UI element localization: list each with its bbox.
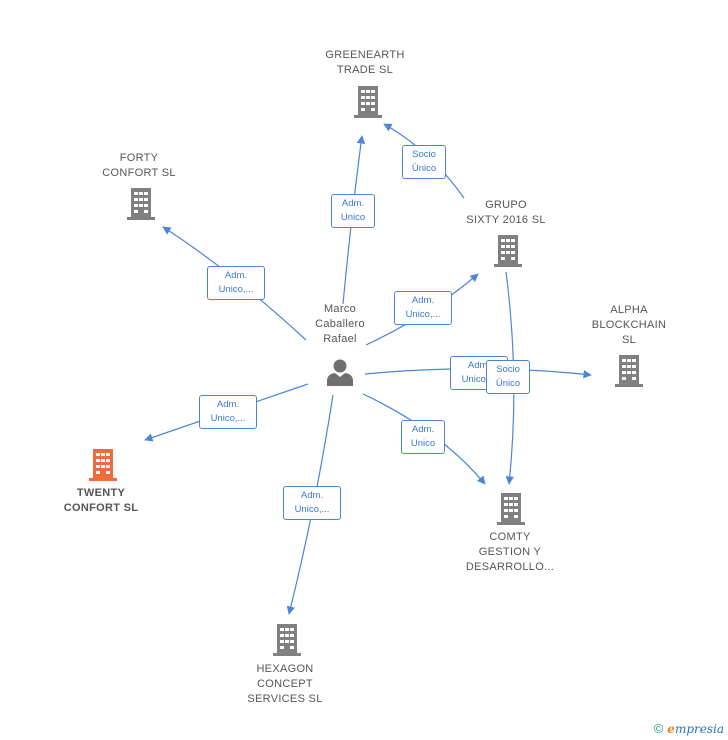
edge-label-center-greenearth[interactable]: Adm. Unico	[331, 194, 375, 228]
edge-label-line: Unico,...	[405, 309, 441, 320]
company-label-line: DESARROLLO...	[465, 561, 555, 573]
company-label-alpha[interactable]: ALPHA BLOCKCHAIN SL	[577, 303, 681, 348]
edge-label-line: Adm.	[224, 270, 248, 281]
copyright-icon: ©	[653, 721, 664, 736]
center-label-line: Marco	[323, 303, 357, 315]
building-icon-grupo[interactable]	[492, 234, 524, 268]
brand-logo-text: mpresia	[674, 721, 724, 736]
edge-label-center-hexagon[interactable]: Adm. Unico,...	[283, 486, 341, 520]
edge-label-line: Adm.	[216, 399, 240, 410]
company-label-line: CONCEPT	[257, 678, 313, 690]
center-label-line: Rafael	[323, 333, 357, 345]
edge-label-line: Único	[411, 163, 437, 174]
edge-label-center-forty[interactable]: Adm. Unico,...	[207, 266, 265, 300]
company-label-line: BLOCKCHAIN	[591, 319, 667, 331]
edge-label-grupo-comty[interactable]: Socio Único	[486, 360, 530, 394]
edge-label-line: Unico,...	[210, 413, 246, 424]
edge-label-center-grupo[interactable]: Adm. Unico,...	[394, 291, 452, 325]
company-label-line: CONFORT SL	[102, 167, 176, 179]
company-label-line: SIXTY 2016 SL	[466, 214, 546, 226]
company-label-line: SL	[621, 334, 637, 346]
company-label-line: SERVICES SL	[247, 693, 323, 705]
building-icon-alpha[interactable]	[613, 354, 645, 388]
edge-label-line: Unico	[340, 212, 366, 223]
edge-label-line: Único	[495, 378, 521, 389]
edge-label-line: Socio	[496, 364, 520, 375]
company-label-line: HEXAGON	[256, 663, 314, 675]
company-label-line: GRUPO	[485, 199, 527, 211]
company-label-greenearth[interactable]: GREENEARTH TRADE SL	[305, 48, 425, 78]
building-icon-twenty[interactable]	[87, 448, 119, 482]
company-label-hexagon[interactable]: HEXAGON CONCEPT SERVICES SL	[225, 662, 345, 707]
edge-label-line: Unico,...	[218, 284, 254, 295]
edge-label-line: Unico,...	[294, 504, 330, 515]
company-label-line: GESTION Y	[478, 546, 542, 558]
brand-logo: empresia	[667, 722, 724, 736]
building-icon-comty[interactable]	[495, 492, 527, 526]
copyright-watermark[interactable]: © empresia	[654, 721, 724, 736]
edge-label-line: Adm.	[411, 295, 435, 306]
edge-label-line: Adm.	[341, 198, 365, 209]
company-label-line: TWENTY	[76, 487, 126, 499]
building-icon-greenearth[interactable]	[352, 85, 384, 119]
company-label-line: CONFORT SL	[63, 502, 139, 514]
company-label-twenty[interactable]: TWENTY CONFORT SL	[41, 486, 161, 516]
company-label-line: GREENEARTH	[325, 49, 405, 61]
edge-label-center-twenty[interactable]: Adm. Unico,...	[199, 395, 257, 429]
building-icon-hexagon[interactable]	[271, 623, 303, 657]
edge-label-line: Adm.	[411, 424, 435, 435]
company-label-line: ALPHA	[610, 304, 648, 316]
company-label-line: FORTY	[119, 152, 159, 164]
building-icon-forty[interactable]	[125, 187, 157, 221]
edge-label-center-comty[interactable]: Adm. Unico	[401, 420, 445, 454]
edge-label-line: Socio	[412, 149, 436, 160]
company-label-line: COMTY	[489, 531, 531, 543]
company-label-forty[interactable]: FORTY CONFORT SL	[79, 151, 199, 181]
edge-label-line: Adm.	[300, 490, 324, 501]
center-label-line: Caballero	[315, 318, 365, 330]
edge-label-line: Unico,...	[461, 374, 497, 385]
edge-label-line: Unico	[410, 438, 436, 449]
brand-logo-e: e	[667, 721, 675, 736]
company-label-grupo[interactable]: GRUPO SIXTY 2016 SL	[446, 198, 566, 228]
edge-label-grupo-greenearth[interactable]: Socio Único	[402, 145, 446, 179]
center-person-label[interactable]: Marco Caballero Rafael	[300, 302, 380, 347]
company-label-comty[interactable]: COMTY GESTION Y DESARROLLO...	[450, 530, 570, 575]
edge-label-line: Adm.	[467, 360, 491, 371]
company-label-line: TRADE SL	[336, 64, 394, 76]
person-icon[interactable]	[325, 357, 355, 387]
